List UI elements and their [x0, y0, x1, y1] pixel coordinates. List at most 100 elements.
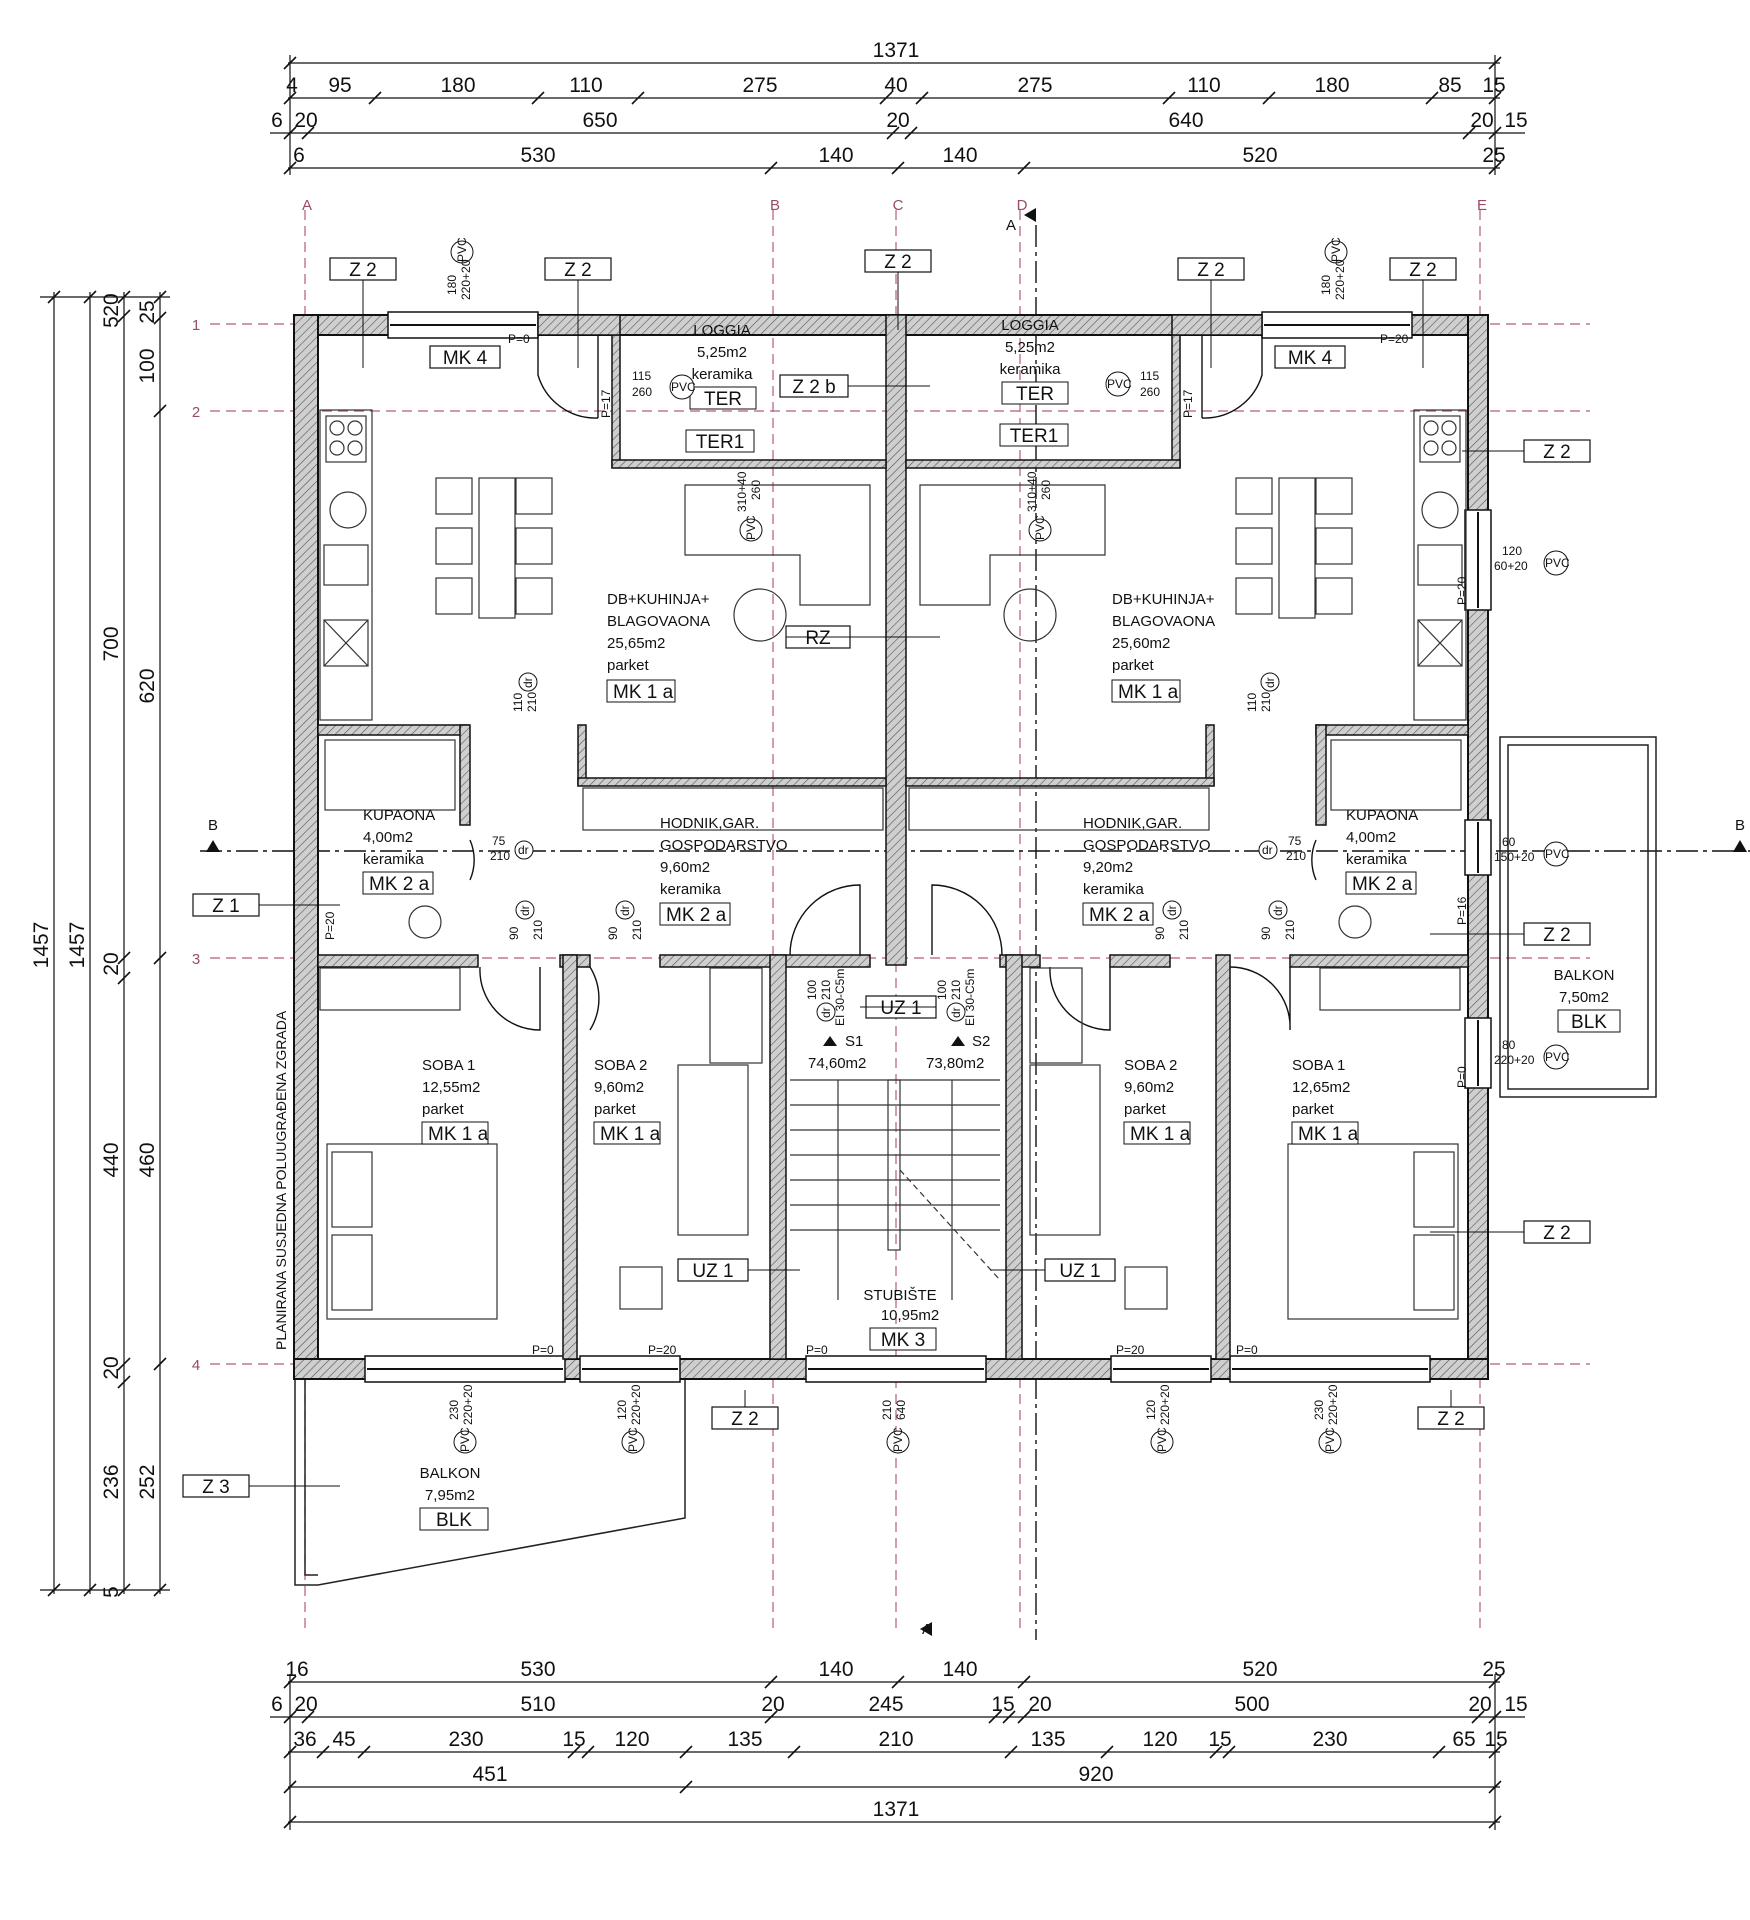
- dim-label: 252: [136, 1464, 159, 1499]
- dim-label: 15: [991, 1693, 1014, 1716]
- pvc-marker: PVC: [669, 374, 696, 400]
- svg-text:P=17: P=17: [599, 389, 613, 418]
- svg-text:210: 210: [1177, 920, 1191, 940]
- tag-ter: TER: [704, 389, 742, 410]
- element-tag-labels: Z 2 Z 2 Z 2 Z 2 Z 2 Z 2 b Z 2 Z 2 Z 2 Z …: [202, 252, 1570, 1498]
- dim-left-outer: 1457: [30, 922, 53, 969]
- svg-text:74,60m2: 74,60m2: [808, 1055, 866, 1072]
- svg-text:parket: parket: [594, 1101, 637, 1118]
- tag-z2: Z 2: [1409, 260, 1436, 281]
- svg-text:parket: parket: [422, 1101, 465, 1118]
- svg-text:EI 30-C5m: EI 30-C5m: [833, 969, 847, 1026]
- svg-text:PVC: PVC: [1323, 1427, 1337, 1452]
- dim-label: 460: [136, 1142, 159, 1177]
- svg-text:9,60m2: 9,60m2: [660, 859, 710, 876]
- tag-mk1a: MK 1 a: [613, 682, 674, 703]
- room-soba1-left: SOBA 1 12,55m2 parket MK 1 a: [421, 1057, 489, 1145]
- element-tag-leaders: [249, 272, 1524, 1487]
- svg-text:BLAGOVAONA: BLAGOVAONA: [1112, 613, 1215, 630]
- svg-text:keramika: keramika: [1000, 361, 1062, 378]
- dim-label: 6: [271, 109, 283, 132]
- dim-label: 110: [569, 74, 602, 97]
- svg-text:PVC: PVC: [1545, 847, 1570, 861]
- staircase: [790, 1079, 1001, 1300]
- dim-label: 650: [582, 109, 617, 132]
- dim-label: 20: [1028, 1693, 1051, 1716]
- section-label: B: [208, 817, 218, 834]
- balcony-right: [1499, 736, 1657, 1098]
- dining-table: [478, 477, 516, 619]
- svg-text:EI 30-C5m: EI 30-C5m: [963, 969, 977, 1026]
- svg-text:SOBA 2: SOBA 2: [594, 1057, 647, 1074]
- door-marker: dr: [514, 840, 534, 860]
- window-glazing: [367, 324, 1479, 1370]
- grid-col-label: A: [302, 197, 312, 214]
- svg-text:220+20: 220+20: [1494, 1053, 1535, 1067]
- tag-ter1: TER1: [1010, 426, 1059, 447]
- svg-text:S1: S1: [845, 1033, 863, 1050]
- svg-text:4,00m2: 4,00m2: [1346, 829, 1396, 846]
- top-dim-labels: 1371 4 95 180 110 275 40 275 110 180 85 …: [271, 39, 1528, 167]
- tag-z2: Z 2: [1543, 925, 1570, 946]
- svg-text:parket: parket: [1292, 1101, 1335, 1118]
- dim-label: 520: [1242, 1658, 1277, 1681]
- svg-text:GOSPODARSTVO: GOSPODARSTVO: [660, 837, 788, 854]
- dim-label: 15: [1484, 1728, 1507, 1751]
- tag-mk1a: MK 1 a: [1298, 1124, 1359, 1145]
- dim-label: 5: [100, 1586, 123, 1598]
- svg-text:640: 640: [894, 1400, 908, 1420]
- dim-label: 4: [286, 74, 298, 97]
- svg-text:80: 80: [1502, 1038, 1516, 1052]
- grid-column-labels: A B C D E: [302, 197, 1487, 214]
- bathtub: [1330, 739, 1462, 811]
- section-arrow-icon: [206, 840, 220, 852]
- tag-z2: Z 2: [1197, 260, 1224, 281]
- grid-row-labels: 1 2 3 4: [192, 317, 200, 1374]
- tag-z2: Z 2: [884, 252, 911, 273]
- dim-label: 20: [886, 109, 909, 132]
- dim-label: 20: [1470, 109, 1493, 132]
- dim-label: 120: [1142, 1728, 1177, 1751]
- tag-z2: Z 2: [564, 260, 591, 281]
- svg-text:PVC: PVC: [458, 1427, 472, 1452]
- left-dim-labels: 1457 1457 20 5 700 20 440 20 236 5 25 10…: [30, 293, 159, 1598]
- svg-text:310+40: 310+40: [1025, 471, 1039, 512]
- room-hall-left: HODNIK,GAR. GOSPODARSTVO 9,60m2 keramika…: [659, 815, 788, 926]
- svg-text:PVC: PVC: [455, 237, 469, 262]
- unit-marker-icon: [951, 1036, 965, 1046]
- room-stair: STUBIŠTE 10,95m2 MK 3: [863, 1287, 939, 1351]
- svg-text:260: 260: [1039, 480, 1053, 500]
- door-marker: dr: [816, 1002, 836, 1022]
- svg-text:keramika: keramika: [1346, 851, 1408, 868]
- door-marker: dr: [515, 900, 535, 920]
- svg-text:KUPAONA: KUPAONA: [1346, 807, 1418, 824]
- svg-text:7,95m2: 7,95m2: [425, 1487, 475, 1504]
- svg-text:180: 180: [445, 275, 459, 295]
- tag-z2: Z 2: [349, 260, 376, 281]
- dim-label: 140: [942, 1658, 977, 1681]
- opening-labels: 180 220+20 180 220+20 115 260 115 260 31…: [323, 259, 1535, 1425]
- room-loggia-right: LOGGIA 5,25m2 keramika TER TER1: [999, 317, 1069, 447]
- svg-text:P=20: P=20: [323, 911, 337, 940]
- door-marker: dr: [946, 1002, 966, 1022]
- tag-mk2a: MK 2 a: [1089, 905, 1150, 926]
- svg-text:180: 180: [1319, 275, 1333, 295]
- svg-text:DB+KUHINJA+: DB+KUHINJA+: [1112, 591, 1215, 608]
- dim-label: 40: [884, 74, 907, 97]
- dining-table: [1278, 477, 1316, 619]
- svg-text:210: 210: [1286, 849, 1306, 863]
- dim-label: 230: [1312, 1728, 1347, 1751]
- tag-z2b: Z 2 b: [792, 377, 835, 398]
- tag-mk2a: MK 2 a: [666, 905, 727, 926]
- tag-uz1: UZ 1: [1059, 1261, 1100, 1282]
- grid-row-label: 3: [192, 951, 200, 968]
- tag-rz: RZ: [805, 628, 831, 649]
- room-soba2-right: SOBA 2 9,60m2 parket MK 1 a: [1123, 1057, 1191, 1145]
- svg-text:PVC: PVC: [1033, 515, 1047, 540]
- tag-z2: Z 2: [731, 1409, 758, 1430]
- svg-text:210: 210: [1259, 692, 1273, 712]
- dim-label: 275: [1017, 74, 1052, 97]
- element-tags: [182, 249, 1591, 1498]
- dim-label: 135: [727, 1728, 762, 1751]
- svg-text:dr: dr: [518, 905, 532, 916]
